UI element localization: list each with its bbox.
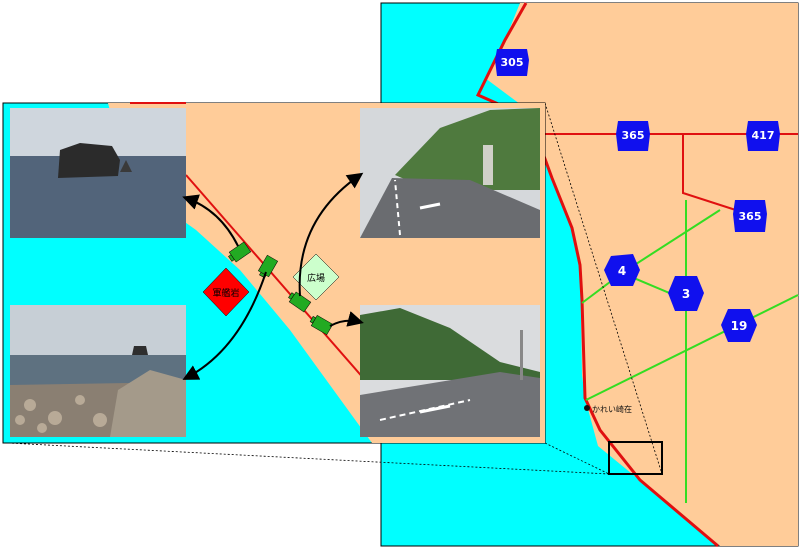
camera-icon [288, 291, 312, 313]
route-shield-19: 19 [721, 309, 757, 342]
plaza-marker: 広場 [292, 253, 340, 301]
route-shield-365-mid: 365 [616, 121, 650, 151]
route-shield-365-right: 365 [733, 200, 767, 232]
arrow-to-road-2 [329, 311, 364, 327]
route-shield-4: 4 [604, 254, 640, 286]
inset-coast-road [185, 174, 373, 389]
locator-box [608, 441, 663, 475]
svg-text:417: 417 [752, 129, 775, 142]
svg-text:365: 365 [739, 210, 762, 223]
camera-icon [309, 314, 334, 336]
photo-arrows [182, 172, 364, 380]
camera-icon [257, 254, 279, 279]
plaza-label: 広場 [307, 272, 325, 284]
main-map: かれい崎在 305 365 417 365 4 [7, 2, 799, 548]
svg-text:3: 3 [682, 287, 690, 301]
svg-text:305: 305 [501, 56, 524, 69]
warship-rock-label: 軍艦岩 [212, 287, 239, 299]
place-label: かれい崎在 [592, 404, 632, 414]
arrow-to-rock-sea [182, 194, 239, 247]
photo-road-2 [360, 305, 540, 437]
arrow-to-road-1 [298, 172, 364, 297]
place-dot [584, 405, 590, 411]
route-shield-3: 3 [668, 276, 704, 311]
camera-icon [228, 241, 252, 263]
svg-text:4: 4 [618, 264, 626, 278]
svg-text:19: 19 [731, 319, 748, 333]
coastal-route [475, 2, 719, 548]
land-area [485, 3, 798, 546]
route-shield-305: 305 [495, 49, 529, 76]
inset-map: 軍艦岩 広場 [2, 102, 546, 444]
arrow-to-rock-shore [182, 271, 267, 380]
photo-rock-shore [10, 305, 186, 437]
svg-text:365: 365 [622, 129, 645, 142]
route-shield-417: 417 [746, 121, 780, 151]
warship-rock-marker: 軍艦岩 [202, 267, 250, 317]
photo-rock-sea [10, 108, 186, 238]
route-365-branch [682, 134, 746, 214]
photo-road-1 [360, 108, 540, 238]
leader-lines [7, 102, 663, 475]
